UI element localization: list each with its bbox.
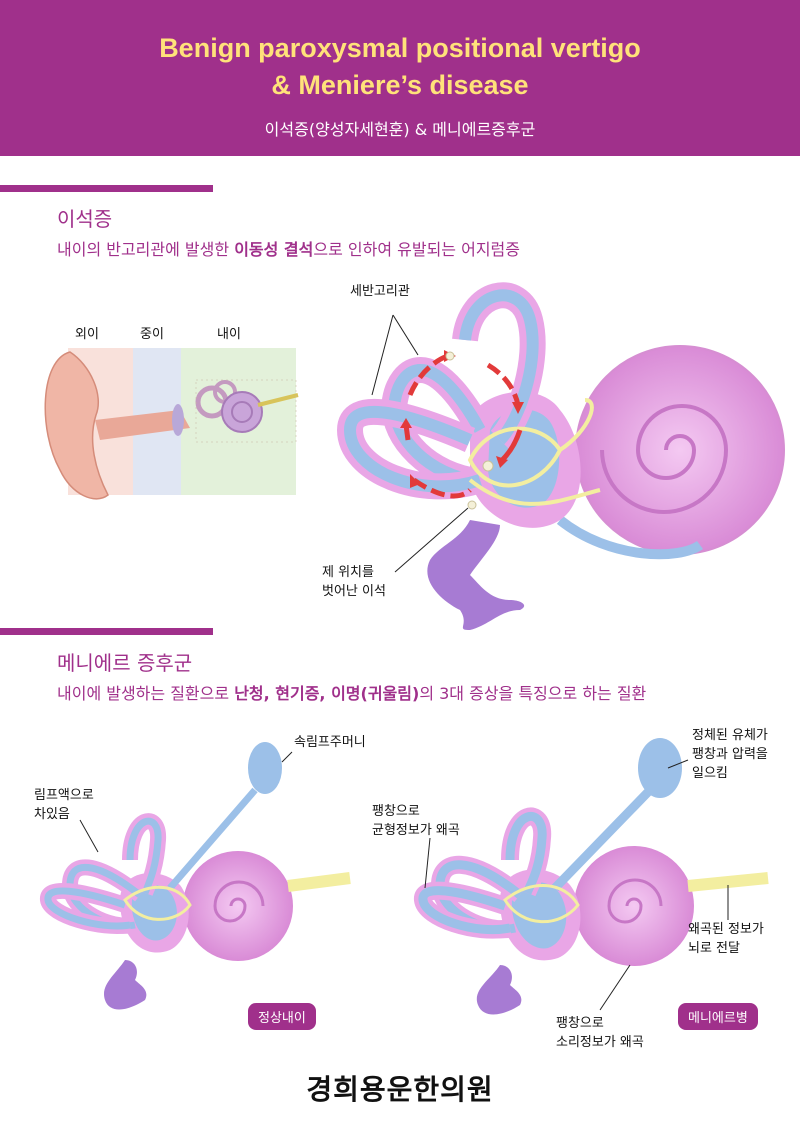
inner-ear-large xyxy=(336,282,785,630)
section-1-description: 내이의 반고리관에 발생한 이동성 결석으로 인하여 유발되는 어지럼증 xyxy=(57,236,520,260)
title-line-1: Benign paroxysmal positional vertigo xyxy=(159,33,641,63)
otolith-label-line-2: 벗어난 이석 xyxy=(322,584,386,599)
desc-2-pre: 내이에 발생하는 질환으로 xyxy=(57,684,235,703)
fluid-label-line-1: 정체된 유체가 xyxy=(692,728,768,743)
semicircular-canal-label: 세반고리관 xyxy=(350,284,410,299)
clinic-name: 경희용운한의원 xyxy=(306,1073,494,1106)
middle-ear-label: 중이 xyxy=(140,327,164,342)
balance-distortion-label: 팽창으로 균형정보가 왜곡 xyxy=(372,802,460,840)
endolymphatic-sac-label: 속림프주머니 xyxy=(294,735,366,750)
header-banner: Benign paroxysmal positional vertigo & M… xyxy=(0,0,800,156)
desc-1-post: 으로 인하여 유발되는 어지럼증 xyxy=(313,240,520,259)
section-2-title: 메니에르 증후군 xyxy=(57,651,193,675)
section-1-title: 이석증 xyxy=(57,207,113,231)
desc-2-post: 의 3대 증상을 특징으로 하는 질환 xyxy=(419,684,647,703)
desc-1-pre: 내이의 반고리관에 발생한 xyxy=(57,240,235,259)
sound-label-line-1: 팽창으로 xyxy=(556,1016,604,1031)
ear-cross-section xyxy=(44,348,299,500)
title-line-2: & Meniere’s disease xyxy=(271,70,529,100)
section-1-bar xyxy=(0,185,213,192)
desc-2-bold: 난청, 현기증, 이명(귀울림) xyxy=(234,684,420,703)
inner-ear-label: 내이 xyxy=(217,327,241,342)
fluid-pressure-label: 정체된 유체가 팽창과 압력을 일으킴 xyxy=(692,726,768,783)
subtitle: 이석증(양성자세현훈) & 메니에르증후군 xyxy=(264,120,536,139)
otolith-label-line-1: 제 위치를 xyxy=(322,565,374,580)
balance-label-line-2: 균형정보가 왜곡 xyxy=(372,823,460,838)
section-2-description: 내이에 발생하는 질환으로 난청, 현기증, 이명(귀울림)의 3대 증상을 특… xyxy=(57,680,646,704)
brain-label-line-1: 왜곡된 정보가 xyxy=(688,922,764,937)
section-2-bar xyxy=(0,628,213,635)
brain-transmission-label: 왜곡된 정보가 뇌로 전달 xyxy=(688,920,764,958)
lymph-label: 림프액으로 차있음 xyxy=(34,786,94,824)
desc-1-bold: 이동성 결석 xyxy=(234,240,314,259)
inner-ear-meniere xyxy=(414,738,769,1015)
normal-ear-tag: 정상내이 xyxy=(248,1003,316,1030)
meniere-tag: 메니에르병 xyxy=(678,1003,758,1030)
fluid-label-line-3: 일으킴 xyxy=(692,766,728,781)
outer-ear-label: 외이 xyxy=(75,327,99,342)
fluid-label-line-2: 팽창과 압력을 xyxy=(692,747,768,762)
lymph-label-line-2: 차있음 xyxy=(34,807,70,822)
otolith-label: 제 위치를 벗어난 이석 xyxy=(322,563,386,601)
brain-label-line-2: 뇌로 전달 xyxy=(688,941,740,956)
balance-label-line-1: 팽창으로 xyxy=(372,804,420,819)
sound-distortion-label: 팽창으로 소리정보가 왜곡 xyxy=(556,1014,644,1052)
inner-ear-normal xyxy=(40,742,351,1010)
sound-label-line-2: 소리정보가 왜곡 xyxy=(556,1035,644,1050)
lymph-label-line-1: 림프액으로 xyxy=(34,788,94,803)
